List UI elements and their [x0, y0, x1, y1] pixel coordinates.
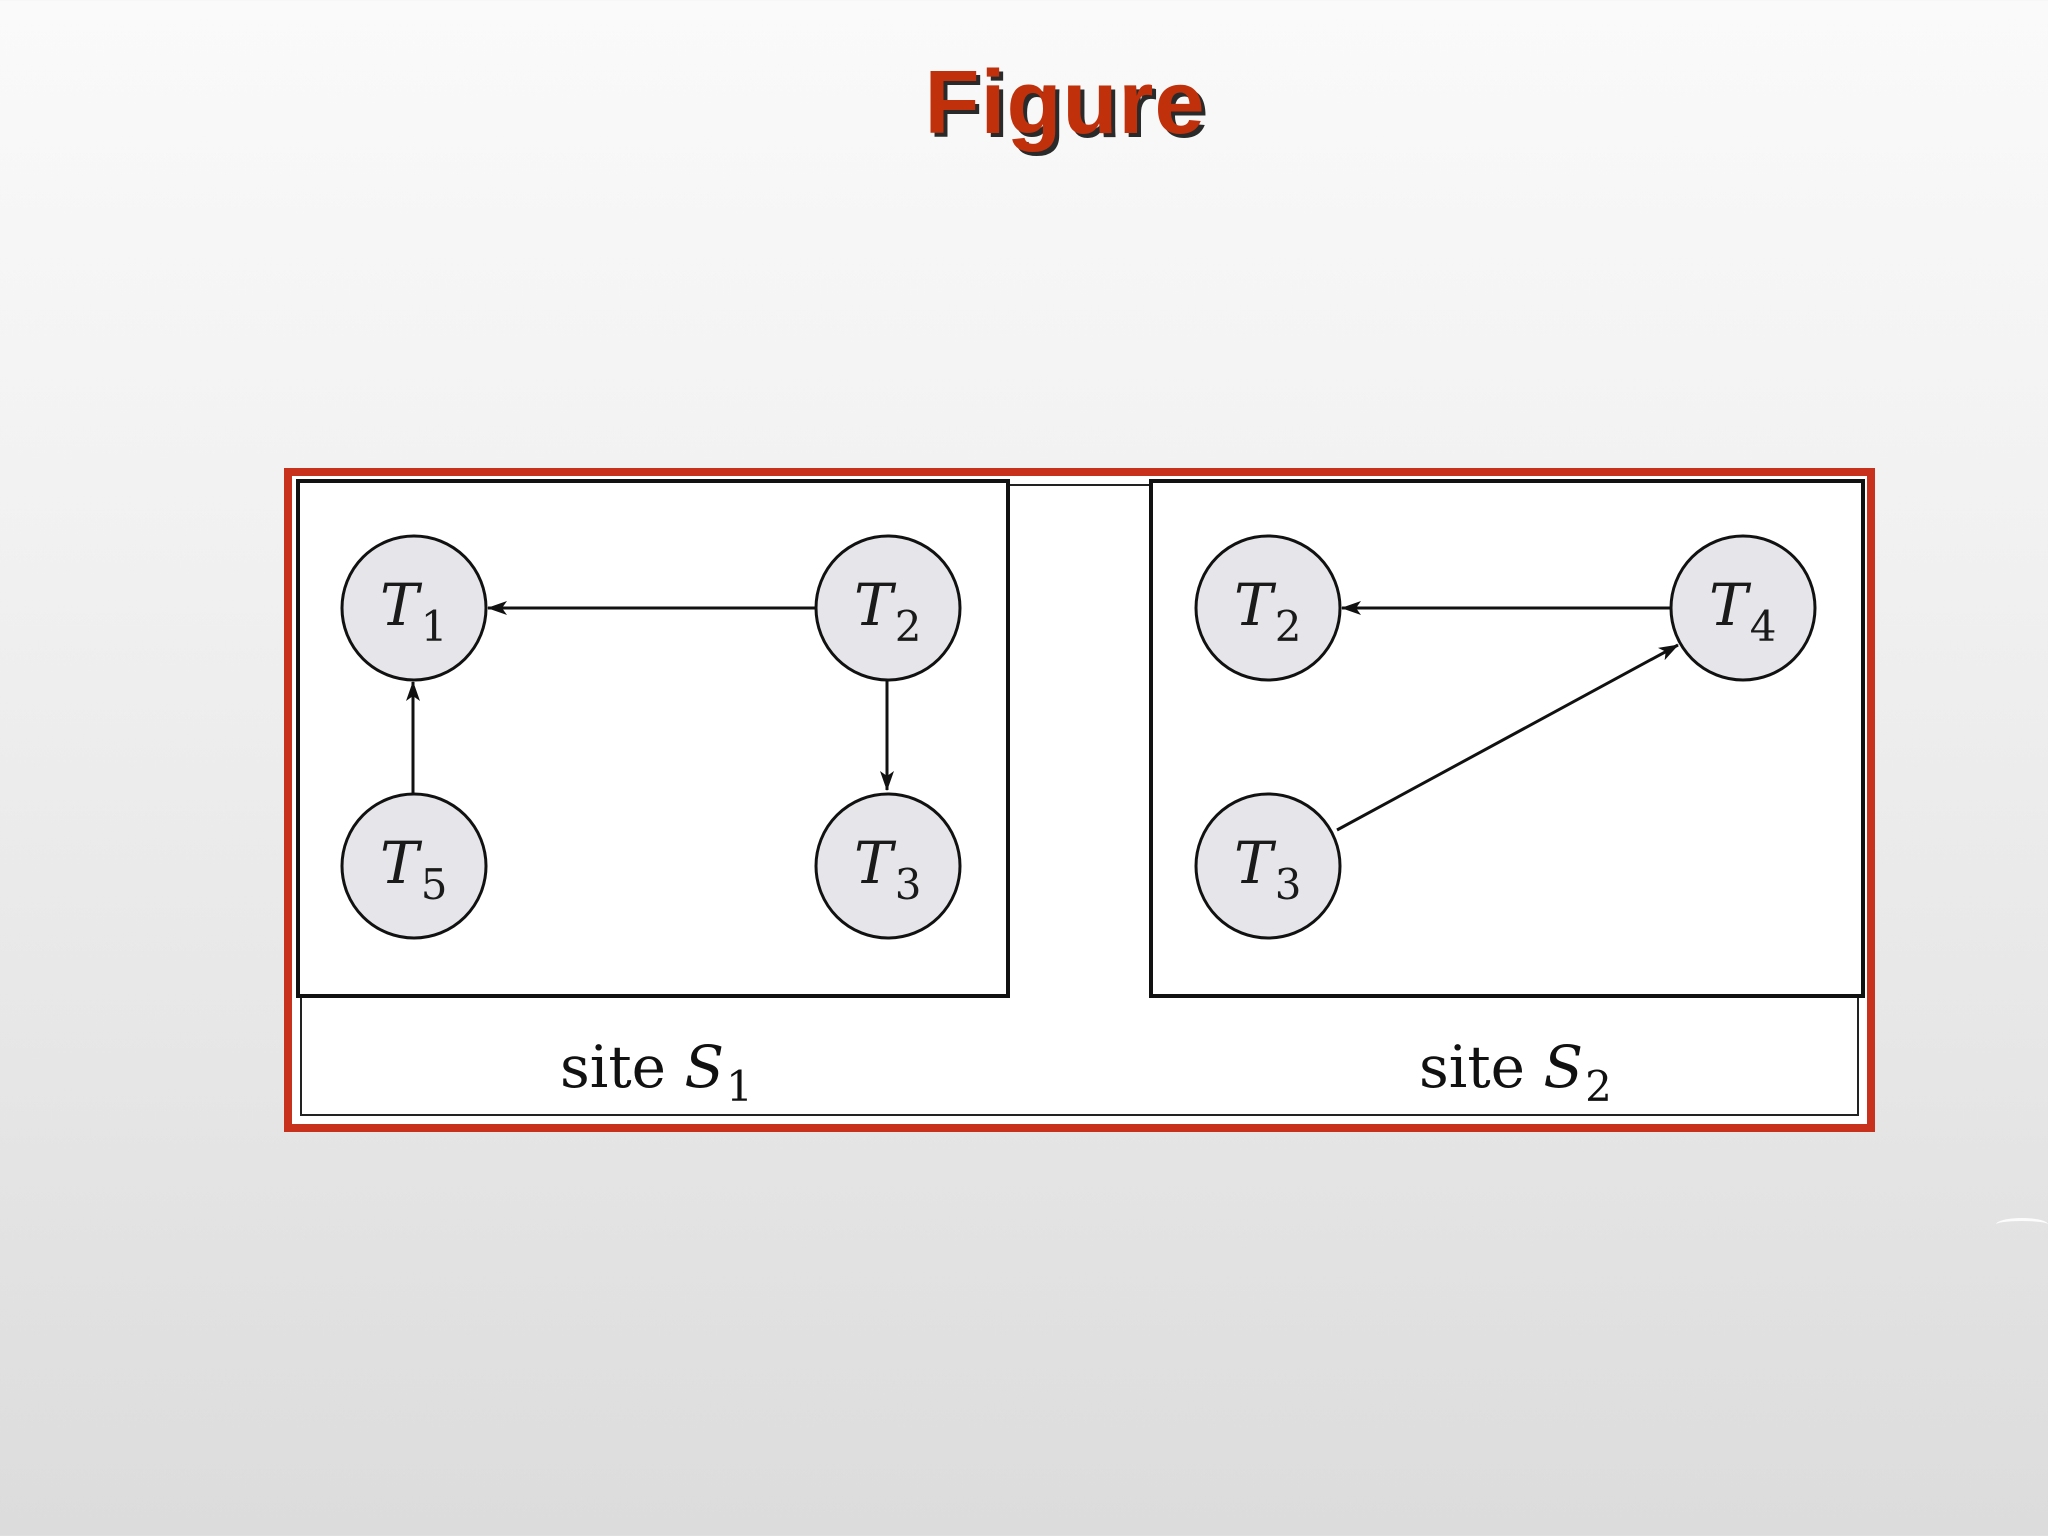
svg-text:T2: T2 [854, 571, 921, 651]
node-s1-T2: T2 [814, 534, 962, 682]
svg-text:T4: T4 [1709, 571, 1776, 651]
site-s1-label: site S1 [560, 1033, 753, 1111]
node-s2-T2: T2 [1194, 534, 1342, 682]
svg-text:T5: T5 [380, 829, 447, 909]
svg-text:T3: T3 [1234, 829, 1301, 909]
svg-text:T1: T1 [380, 571, 447, 651]
node-s1-T1: T1 [340, 534, 488, 682]
slide-title: Figure [924, 53, 1206, 153]
node-s1-T5: T5 [340, 792, 488, 940]
node-s2-T4: T4 [1669, 534, 1817, 682]
svg-text:T2: T2 [1234, 571, 1301, 651]
edge-s2-T3-to-T4 [1336, 643, 1679, 832]
site-s2-label: site S2 [1419, 1033, 1612, 1111]
node-s2-T3: T3 [1194, 792, 1342, 940]
decorative-glint [1996, 1218, 2048, 1231]
svg-text:T3: T3 [854, 829, 921, 909]
node-s1-T3: T3 [814, 792, 962, 940]
